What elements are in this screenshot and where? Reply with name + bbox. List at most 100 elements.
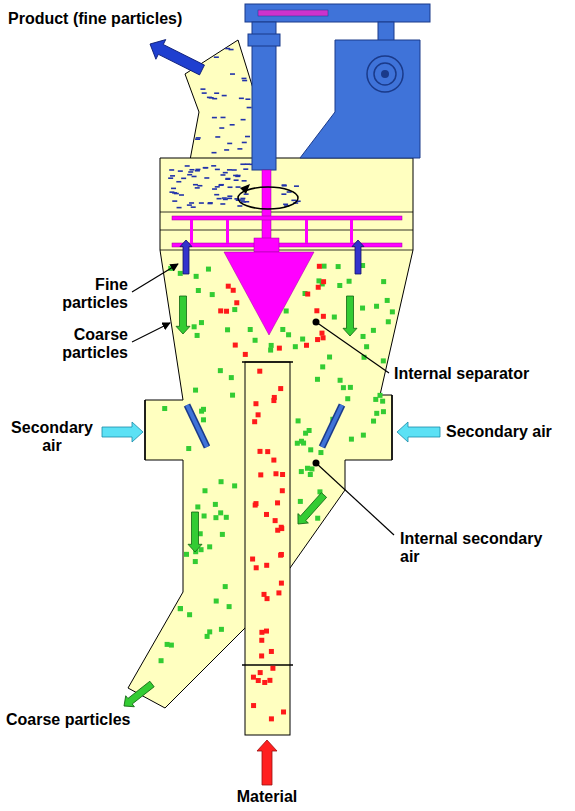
coarse-particle [386,319,391,324]
label-text: Material [237,788,297,806]
coarse-particle [320,364,325,369]
material-particle [275,500,280,505]
fine-particle [174,193,179,195]
coarse-particle [213,502,218,507]
material-particle [259,630,264,635]
fine-particle [237,205,242,207]
deflector-plate [322,405,342,447]
fine-particle [239,98,244,100]
fine-particle [181,178,186,180]
coarse-particle [210,292,215,297]
fine-particle [195,169,200,171]
fine-particle [191,206,196,208]
coarse-particle [202,513,207,518]
fine-particle [223,172,228,174]
coarse-particle [193,388,198,393]
coarse-particle [371,419,376,424]
coarse-particle [199,547,204,552]
fine-particle [220,174,225,176]
fine-particle [291,200,296,202]
material-particle [234,300,239,305]
coarse-particle [165,642,170,647]
material-particle [252,419,257,424]
fine-particle [169,169,174,171]
material-particle [226,284,231,289]
motor-end [381,70,389,78]
material-particle [251,675,256,680]
fine-particle [243,168,248,170]
material-particle [279,552,284,557]
coarse-particle [318,450,323,455]
material-particle [280,488,285,493]
leader-line [316,463,394,535]
coarse-particle [348,385,353,390]
fine-particle [203,167,208,169]
coarse-particle [374,411,379,416]
coarse-flow-arrow [343,296,357,336]
coarse-particle [253,338,258,343]
fine-particle [240,163,245,165]
coarse-flow-arrow [120,678,157,711]
fine-particle [217,198,222,200]
coarse-particle [371,328,376,333]
coarse-particle [178,606,183,611]
coarse-particle [224,515,229,520]
fine-particle [247,107,252,109]
label-text: Product (fine particles) [8,10,182,28]
drive-belt-housing [245,4,430,22]
material-particle [250,557,255,562]
coarse-particle [299,469,304,474]
housing-flange [160,230,413,231]
coarse-particle [322,264,327,269]
fine-particle [214,92,219,94]
coarse-particle [380,399,385,404]
fine-particle [221,117,226,119]
material-particle [251,703,256,708]
rotor-disc [172,216,402,220]
fine-particle [203,167,208,169]
fine-particle [189,202,194,204]
coarse-particle [316,278,321,283]
label-text: Coarse particles [46,326,128,363]
rotor-shaft [262,170,271,245]
coarse-particle [374,304,379,309]
coarse-particle [196,288,201,293]
coarse-particle [205,634,210,639]
pipe-joint [242,664,293,666]
material-particle [276,590,281,595]
coarse-particle [381,279,386,284]
coarse-particle [218,510,223,515]
fine-particle [179,194,184,196]
coarse-particle [213,515,218,520]
fine-particle [229,49,234,51]
coarse-particle [178,271,183,276]
fine-particle [195,170,200,172]
material-particle [254,565,259,570]
fine-particle [193,184,198,186]
material-particle [233,343,238,348]
coarse-particle [199,320,204,325]
fine-particle [195,138,200,140]
coarse-particle [225,327,230,332]
material-particle [243,352,248,357]
coarse-particle [280,327,285,332]
motor-end [367,56,403,92]
coarse-particle [201,407,206,412]
coarse-particle [298,499,303,504]
fine-particle [230,73,235,75]
coarse-particle [303,431,308,436]
material-particle [317,264,322,269]
fine-particle [196,137,201,139]
rotor-disc [172,243,402,247]
fine-particle [207,97,212,99]
fine-particle [220,203,225,205]
fine-particle [187,204,192,206]
fine-particle [208,203,213,205]
coarse-particle [309,466,314,471]
fine-particle [172,200,177,202]
coarse-particle [336,264,341,269]
material-particle [277,346,282,351]
deflector-plate [322,405,342,447]
coarse-particle [218,368,223,373]
coarse-particle [390,309,395,314]
